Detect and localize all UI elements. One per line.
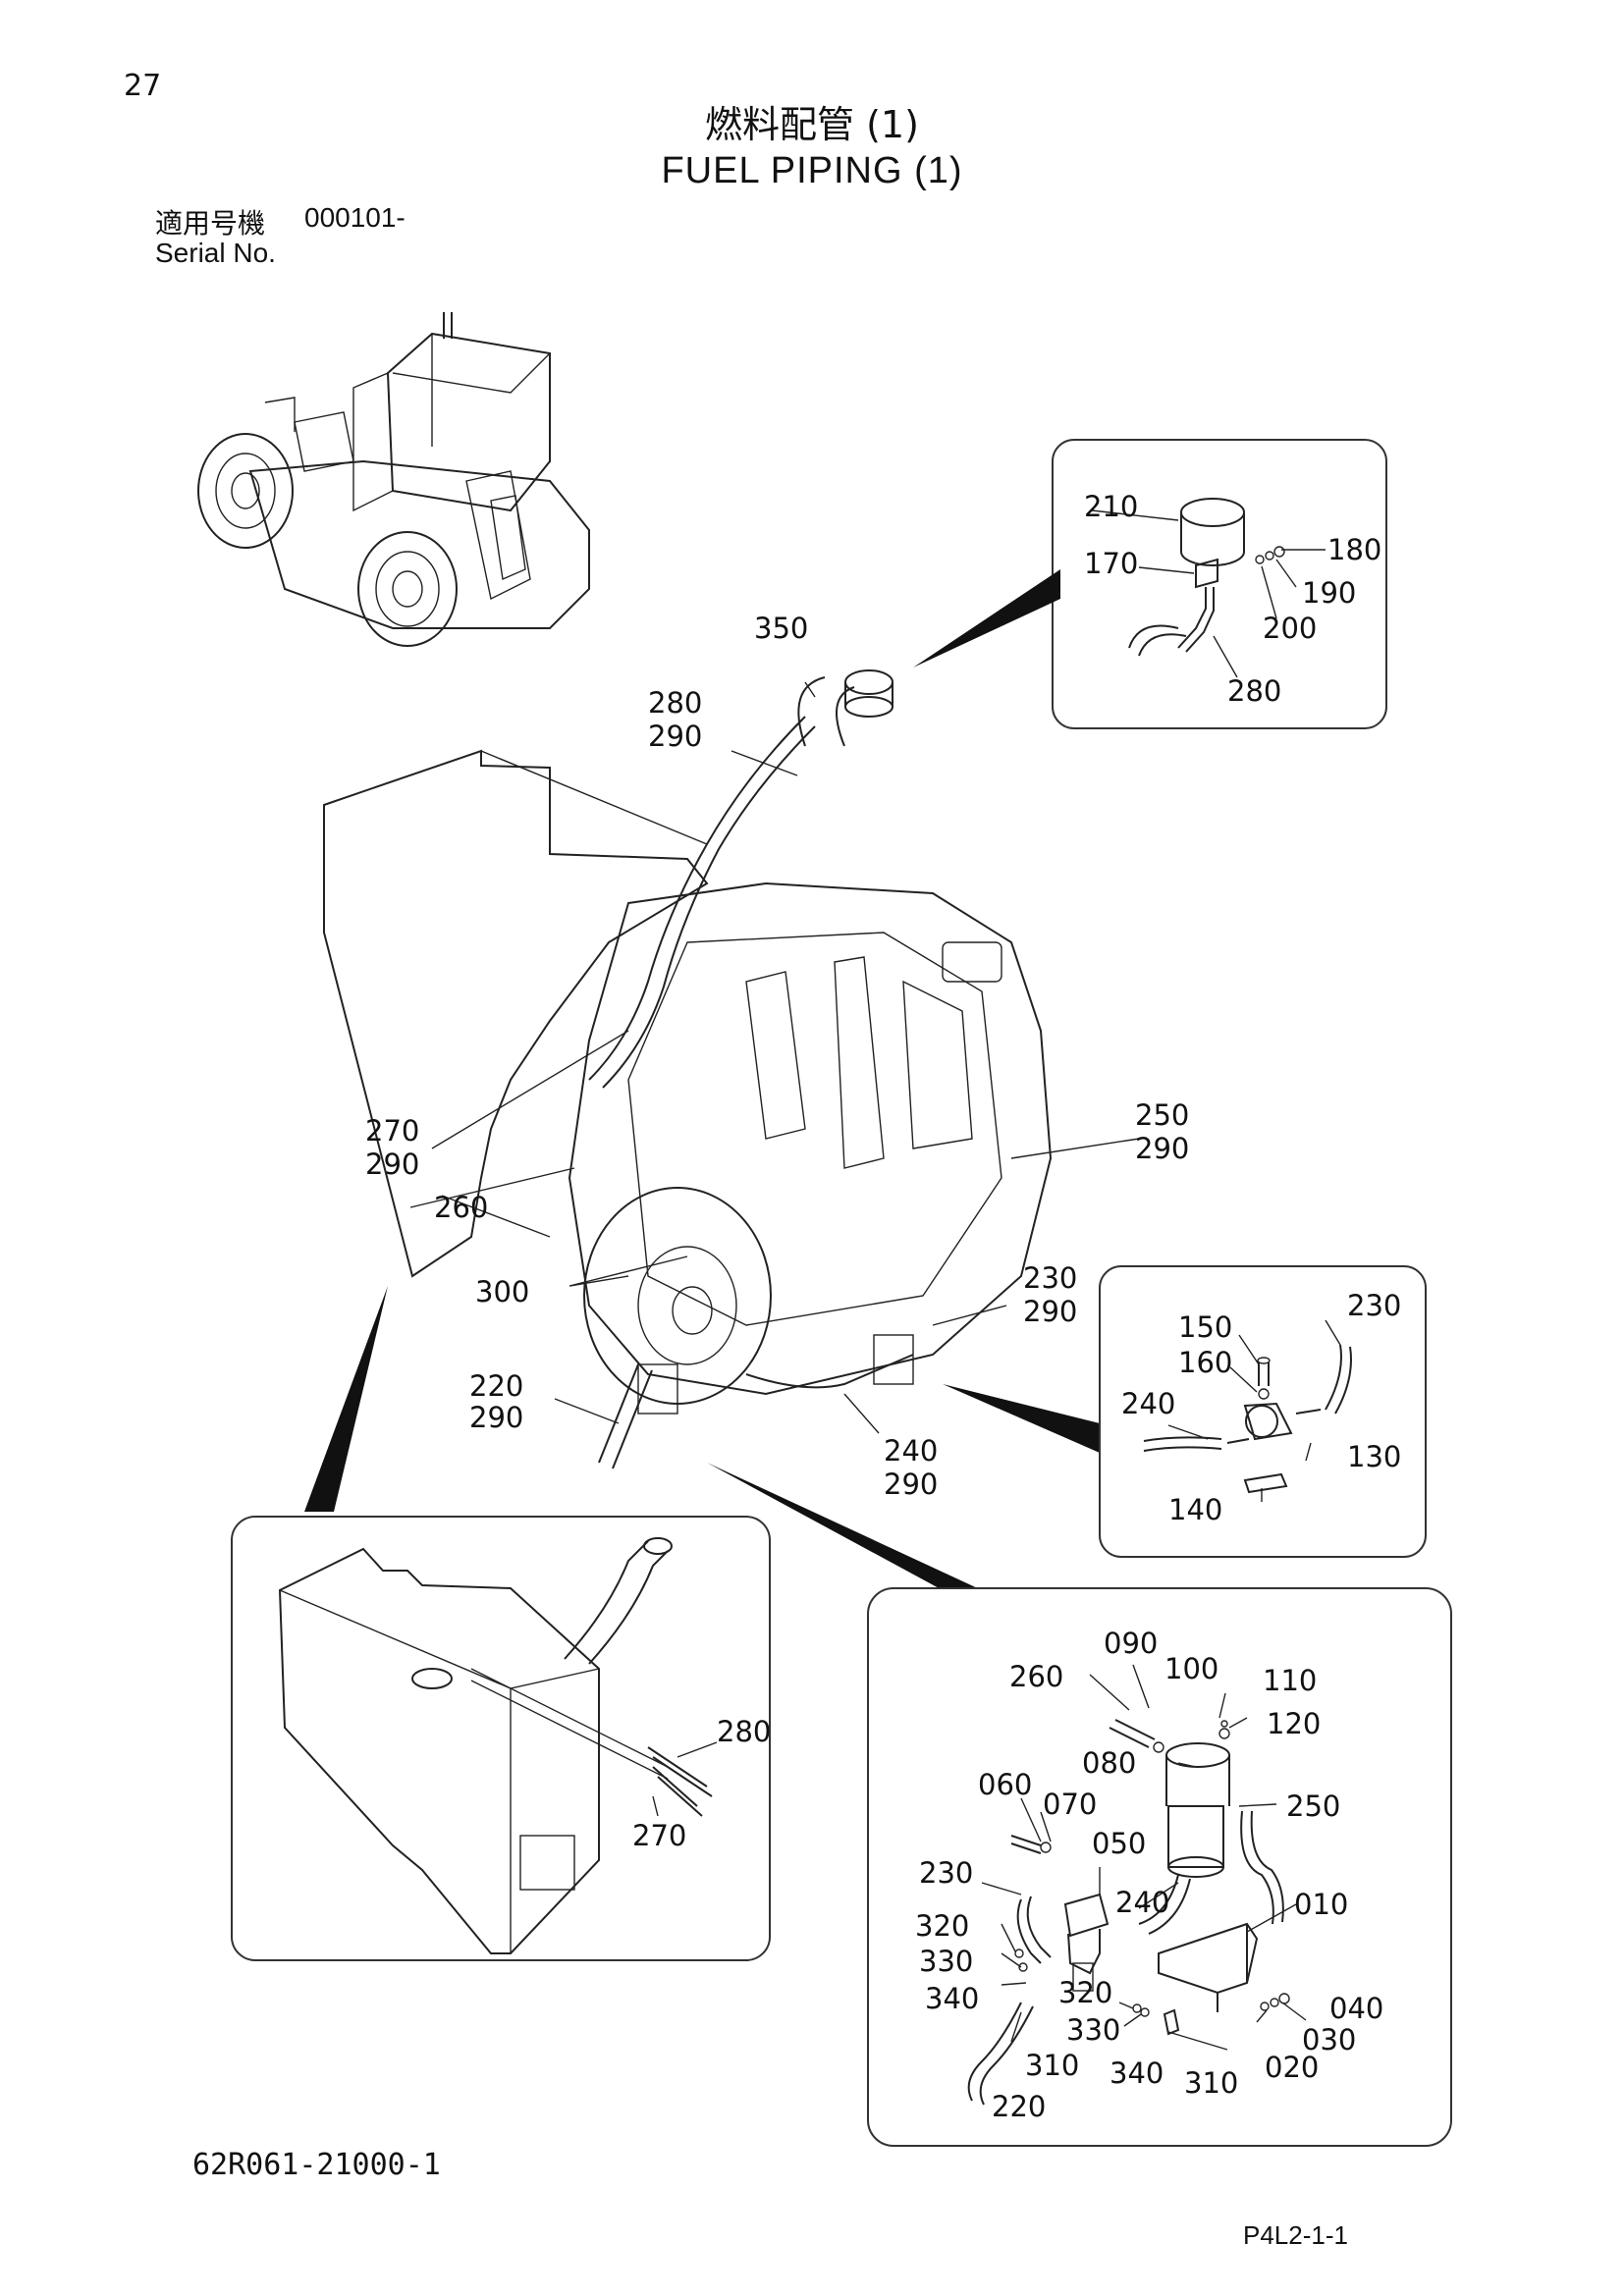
callout-250-main: 250 <box>1135 1098 1189 1132</box>
callout-150: 150 <box>1178 1310 1232 1344</box>
serial-label-japanese: 適用号機 <box>155 207 266 240</box>
callout-020: 020 <box>1265 2051 1319 2084</box>
page-number: 27 <box>124 69 162 103</box>
callout-340-detail-d-b: 340 <box>1110 2056 1164 2090</box>
callout-220-detail-d: 220 <box>992 2090 1046 2123</box>
callout-200: 200 <box>1263 612 1317 645</box>
callout-290-main-c: 290 <box>469 1401 523 1434</box>
serial-number-value: 000101- <box>304 202 406 233</box>
callout-230-main: 230 <box>1023 1261 1077 1295</box>
callout-210: 210 <box>1084 490 1138 523</box>
callout-060: 060 <box>978 1768 1032 1801</box>
part-code: 62R061-21000-1 <box>192 2148 441 2182</box>
engine-assembly-illustration <box>304 669 1140 1590</box>
detail-box-air-vent <box>913 439 1387 729</box>
callout-230-detail-b: 230 <box>1347 1289 1401 1322</box>
callout-280-detail-a: 280 <box>1227 674 1281 708</box>
callout-290-main-f: 290 <box>884 1468 938 1501</box>
callout-310-detail-d-a: 310 <box>1025 2049 1079 2082</box>
callout-030: 030 <box>1302 2023 1356 2056</box>
callout-140: 140 <box>1168 1493 1222 1526</box>
callout-240-detail-b: 240 <box>1121 1387 1175 1420</box>
callout-290-main-b: 290 <box>365 1148 419 1181</box>
title-japanese: 燃料配管 (1) <box>705 103 919 146</box>
callout-190: 190 <box>1302 576 1356 610</box>
callout-labels: 350 280 290 270 290 260 300 220 290 250 … <box>365 490 1401 2123</box>
callout-320-detail-d-b: 320 <box>1058 1976 1112 2009</box>
callout-010: 010 <box>1294 1888 1348 1921</box>
callout-320-detail-d-a: 320 <box>915 1909 969 1943</box>
callout-220-main: 220 <box>469 1369 523 1403</box>
callout-240-detail-d: 240 <box>1115 1886 1169 1919</box>
callout-330-detail-d-a: 330 <box>919 1945 973 1978</box>
callout-160: 160 <box>1178 1346 1232 1379</box>
callout-180: 180 <box>1327 533 1381 566</box>
callout-280-detail-c: 280 <box>717 1715 771 1748</box>
callout-280-main: 280 <box>648 686 702 720</box>
callout-260-main: 260 <box>434 1191 488 1224</box>
callout-050: 050 <box>1092 1827 1146 1860</box>
detail-box-fuel-filter <box>867 1587 1452 2147</box>
callout-330-detail-d-b: 330 <box>1066 2013 1120 2047</box>
page-code: P4L2-1-1 <box>1243 2220 1348 2250</box>
callout-300: 300 <box>475 1275 529 1308</box>
callout-100: 100 <box>1164 1652 1218 1685</box>
callout-270-detail-c: 270 <box>632 1819 686 1852</box>
callout-170: 170 <box>1084 547 1138 580</box>
detail-box-fuel-tank <box>231 1516 771 1961</box>
callout-290-main-e: 290 <box>1023 1295 1077 1328</box>
callout-310-detail-d-b: 310 <box>1184 2066 1238 2100</box>
callout-260-detail-d: 260 <box>1009 1660 1063 1693</box>
callout-250-detail-d: 250 <box>1286 1789 1340 1823</box>
serial-label-english: Serial No. <box>155 238 276 268</box>
callout-130: 130 <box>1347 1440 1401 1473</box>
title-english: FUEL PIPING (1) <box>661 150 963 191</box>
callout-070: 070 <box>1043 1788 1097 1821</box>
callout-120: 120 <box>1267 1707 1321 1740</box>
machine-overview-illustration <box>197 312 590 647</box>
callout-080: 080 <box>1082 1746 1136 1780</box>
callout-040: 040 <box>1329 1992 1383 2025</box>
callout-230-detail-d: 230 <box>919 1856 973 1890</box>
callout-270-main: 270 <box>365 1114 419 1148</box>
callout-090: 090 <box>1104 1627 1158 1660</box>
callout-350: 350 <box>754 612 808 645</box>
callout-110: 110 <box>1263 1664 1317 1697</box>
callout-340-detail-d-a: 340 <box>925 1982 979 2015</box>
detail-box-feed-pump <box>1099 1265 1427 1558</box>
callout-290-main-a: 290 <box>648 720 702 753</box>
callout-290-main-d: 290 <box>1135 1132 1189 1165</box>
callout-240-main: 240 <box>884 1434 938 1468</box>
